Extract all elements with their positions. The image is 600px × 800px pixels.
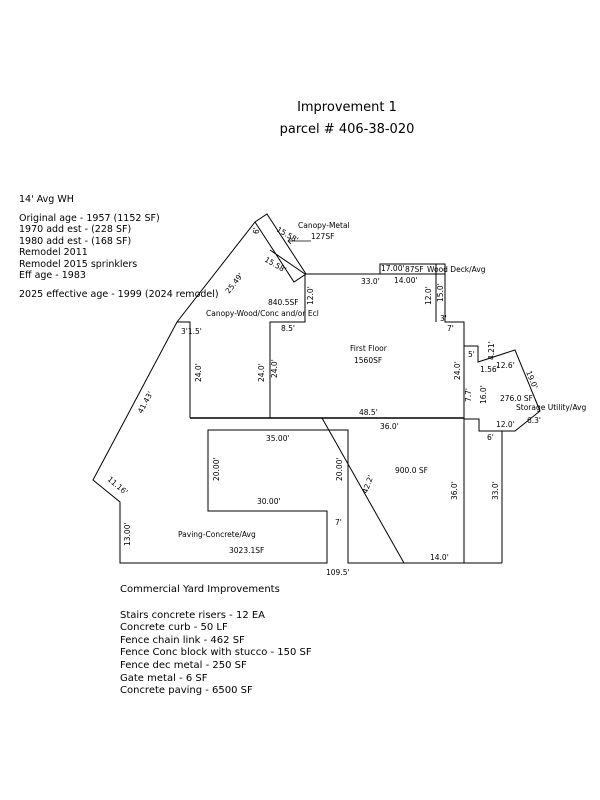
dim-label: 8.5': [281, 324, 295, 333]
yard-item: Concrete curb - 50 LF: [120, 622, 228, 634]
first-floor-label: First Floor: [350, 344, 388, 353]
age-note: 1980 add est - (168 SF): [19, 235, 132, 247]
dim-label: 19.0': [524, 369, 539, 390]
canopy-right-edge: [269, 249, 306, 418]
dim-label: 30.00': [257, 497, 281, 506]
yard-item: Gate metal - 6 SF: [120, 672, 208, 684]
dim-label: 14.0': [430, 553, 449, 562]
canopy-metal-outline: [254, 213, 307, 283]
dim-label: 13.00': [123, 522, 132, 546]
dim-label: 33.0': [361, 277, 380, 286]
canopy-arrow-head: [287, 237, 292, 245]
dim-label: 35.00': [266, 434, 290, 443]
effective-age-note: 2025 effective age - 1999 (2024 remodel): [19, 288, 219, 300]
dim-label: 3': [440, 314, 447, 323]
dim-label: 36.0': [450, 481, 459, 500]
dim-label: 17.00': [381, 264, 405, 273]
dim-label: 20.00': [335, 457, 344, 481]
page-title: Improvement 1: [297, 100, 397, 115]
dim-label: 15.58': [263, 255, 288, 275]
paving-sf: 3023.1SF: [229, 546, 264, 555]
dim-label: 7': [335, 518, 342, 527]
dim-label: 24.0': [194, 363, 203, 382]
canopy-wood-label: Canopy-Wood/Conc and/or Ecl: [206, 309, 319, 318]
yard-heading: Commercial Yard Improvements: [120, 584, 280, 595]
yard-improvements: Commercial Yard Improvements Stairs conc…: [120, 584, 312, 698]
wood-deck-label: Wood Deck/Avg: [427, 265, 486, 274]
yard-diagonal: [321, 417, 405, 564]
yard-item: Stairs concrete risers - 12 EA: [120, 609, 266, 621]
dim-label: 109.5': [326, 568, 350, 577]
age-note: Original age - 1957 (1152 SF): [19, 212, 160, 224]
dim-label: 16.0': [479, 385, 488, 404]
dim-label: 24.0': [453, 361, 462, 380]
yard-item: Fence Conc block with stucco - 150 SF: [120, 647, 312, 659]
dim-label: 15.0': [436, 283, 445, 302]
dim-label: 12.6': [496, 361, 515, 370]
yard-item: Fence dec metal - 250 SF: [120, 659, 247, 671]
canopy-metal-sf: 127SF: [311, 232, 334, 241]
dim-label: 5': [468, 350, 475, 359]
storage-sf: 276.0 SF: [500, 394, 533, 403]
dim-label: 24.0': [257, 363, 266, 382]
dim-label: 6.3': [527, 416, 541, 425]
wood-deck-sf: 87SF: [405, 265, 424, 274]
dim-label: 36.0': [380, 422, 399, 431]
dim-label: 48.5': [359, 408, 378, 417]
dim-label: 3'1.5': [181, 327, 202, 336]
dim-label: 14.00': [394, 276, 418, 285]
dim-label: 33.0': [491, 481, 500, 500]
dim-label: 12.0': [306, 286, 315, 305]
age-note: Remodel 2015 sprinklers: [19, 258, 138, 270]
dim-label: 1.56': [480, 365, 499, 374]
canopy-wood-sf: 840.5SF: [268, 298, 299, 307]
storage-outline: [464, 345, 541, 432]
yard-area-sf: 900.0 SF: [395, 466, 428, 475]
dim-label: 6': [487, 433, 494, 442]
dim-label: 42.2': [360, 474, 375, 495]
dim-label: 7.7': [464, 388, 473, 402]
wall-height-note: 14' Avg WH: [19, 194, 74, 205]
canopy-front-edge: [177, 321, 191, 418]
age-note: Eff age - 1983: [19, 270, 86, 281]
canopy-metal-label: Canopy-Metal: [298, 221, 350, 230]
dim-label: 24.0': [270, 359, 279, 378]
storage-label: Storage Utility/Avg: [516, 403, 586, 412]
dim-label: 15.58': [275, 225, 300, 245]
age-note: 1970 add est - (228 SF): [19, 224, 132, 235]
paving-label: Paving-Concrete/Avg: [178, 530, 256, 539]
parcel-number: parcel # 406-38-020: [279, 122, 415, 137]
age-note: Remodel 2011: [19, 247, 88, 258]
first-floor-sf: 1560SF: [354, 356, 382, 365]
yard-item: Fence chain link - 462 SF: [120, 634, 245, 646]
dim-label: 6': [252, 227, 261, 234]
dim-label: 25.49': [223, 271, 245, 295]
dim-label: 12.0': [424, 286, 433, 305]
yard-item: Concrete paving - 6500 SF: [120, 685, 253, 697]
building-notes: 14' Avg WH Original age - 1957 (1152 SF)…: [19, 194, 219, 300]
dim-label: 7': [447, 324, 454, 333]
dim-label: 4.21': [487, 341, 496, 360]
dim-label: 12.0': [496, 420, 515, 429]
dim-label: 20.00': [212, 457, 221, 481]
canopy-wood-outline: [92, 221, 465, 564]
